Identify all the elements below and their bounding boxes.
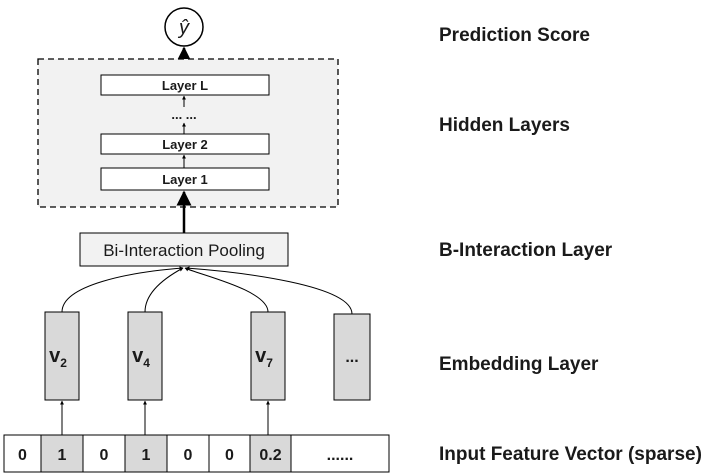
embedding-v4: v4 xyxy=(127,311,163,401)
stage-label-input-feature-vector: Input Feature Vector (sparse) xyxy=(439,444,702,465)
embedding-v4-base: v xyxy=(132,345,144,367)
input-cell-value: 1 xyxy=(58,447,67,464)
bi-interaction-pooling-box: Bi-Interaction Pooling xyxy=(79,232,289,267)
embedding-to-pooling-curves xyxy=(61,266,353,315)
hidden-layers-ellipsis: ... ... xyxy=(171,107,196,122)
input-cell-more: ...... xyxy=(290,434,390,473)
input-cell-value: 0.2 xyxy=(259,447,281,464)
input-cell-value: 0 xyxy=(225,447,234,464)
curve-embedding-1 xyxy=(61,266,184,313)
hidden-layer-1-label: Layer 1 xyxy=(162,172,208,187)
input-cell-value: 0 xyxy=(18,447,27,464)
input-cell: 0 xyxy=(82,434,126,473)
input-cell-value: 1 xyxy=(142,447,151,464)
embedding-v2-sub: 2 xyxy=(60,356,67,370)
input-cell-active: 1 xyxy=(40,434,84,473)
curve-embedding-3 xyxy=(184,267,269,313)
hidden-layer-top-label: Layer L xyxy=(162,78,208,93)
hidden-layer-1: Layer 1 xyxy=(100,167,270,191)
stage-label-hidden-layers: Hidden Layers xyxy=(439,115,570,136)
hidden-layer-2-label: Layer 2 xyxy=(162,137,208,152)
svg-text:v4: v4 xyxy=(132,345,150,370)
stage-label-bi-interaction-layer: B-Interaction Layer xyxy=(439,240,613,261)
embedding-more-label: ... xyxy=(345,349,358,366)
hidden-layers-region: Layer L ... ... Layer 2 Layer 1 xyxy=(37,58,339,208)
embedding-v2: v2 xyxy=(44,311,80,401)
output-node: ŷ xyxy=(164,7,204,47)
bi-interaction-pooling-label: Bi-Interaction Pooling xyxy=(103,241,265,260)
input-cell: 0 xyxy=(208,434,251,473)
embedding-v2-base: v xyxy=(49,345,61,367)
curve-embedding-2 xyxy=(144,267,184,313)
input-cell-active: 0.2 xyxy=(249,434,292,473)
embedding-more: ... xyxy=(333,313,371,401)
output-node-label: ŷ xyxy=(177,17,190,39)
input-cell-active: 1 xyxy=(124,434,168,473)
embedding-v7-sub: 7 xyxy=(266,356,273,370)
curve-embedding-4 xyxy=(185,266,353,315)
svg-text:v7: v7 xyxy=(255,345,273,370)
hidden-layer-top: Layer L xyxy=(100,74,270,96)
svg-text:v2: v2 xyxy=(49,345,67,370)
embedding-v4-sub: 4 xyxy=(143,356,150,370)
embedding-v7-base: v xyxy=(255,345,267,367)
stage-label-prediction-score: Prediction Score xyxy=(439,25,590,46)
input-cell-value: ...... xyxy=(327,447,354,464)
input-cell-value: 0 xyxy=(100,447,109,464)
embedding-v7: v7 xyxy=(250,311,286,401)
input-cell: 0 xyxy=(166,434,210,473)
stage-label-embedding-layer: Embedding Layer xyxy=(439,354,599,375)
input-feature-vector: 0 1 0 1 0 0 0.2 ...... xyxy=(3,434,390,473)
hidden-layer-2: Layer 2 xyxy=(100,133,270,155)
input-cell: 0 xyxy=(3,434,42,473)
input-to-embedding-arrows xyxy=(60,400,270,435)
input-cell-value: 0 xyxy=(184,447,193,464)
